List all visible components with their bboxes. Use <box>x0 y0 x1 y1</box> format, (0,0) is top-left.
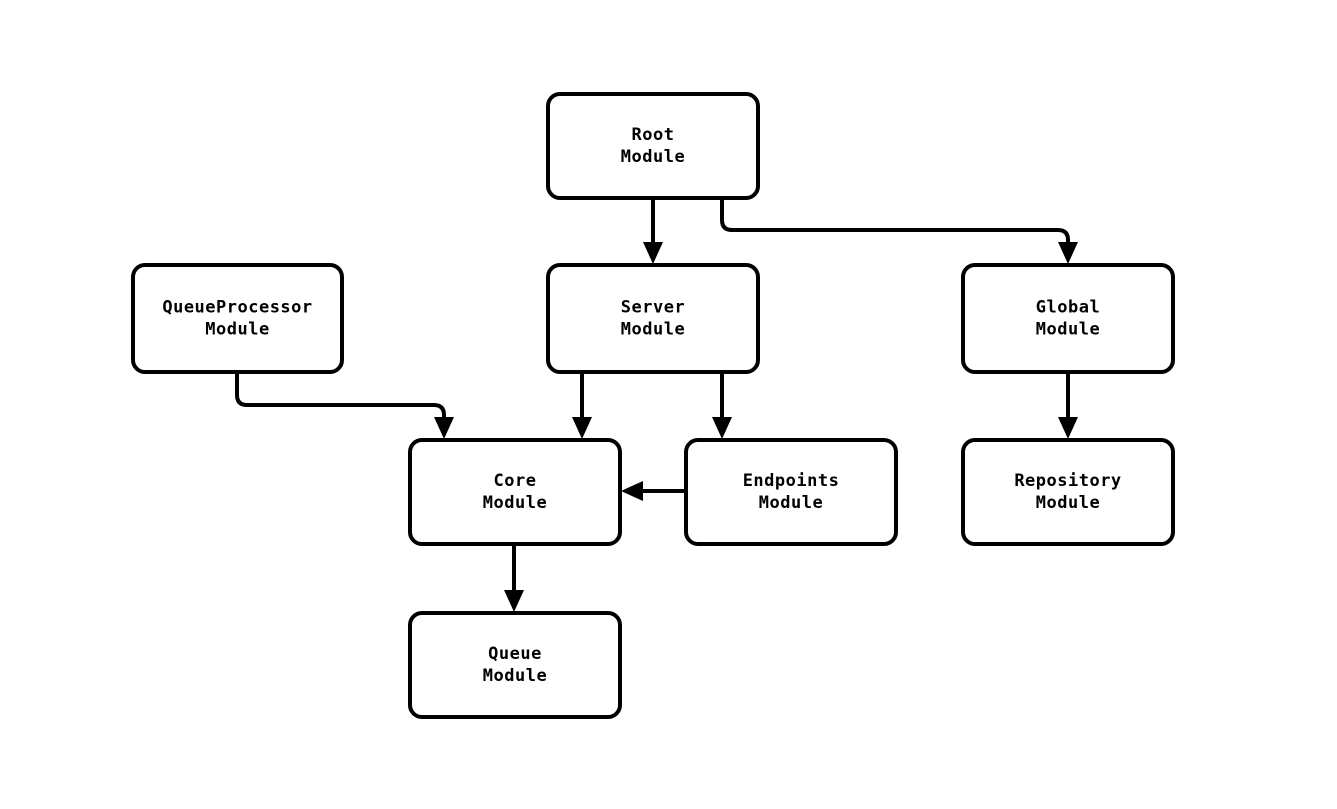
edge-root-to-global <box>720 198 1078 264</box>
edges-layer <box>235 198 1078 612</box>
node-box[interactable] <box>408 611 622 719</box>
node-label-line2: Module <box>1036 493 1100 513</box>
node-box[interactable] <box>546 263 760 374</box>
edge-global-to-repository <box>1058 372 1078 439</box>
node-box[interactable] <box>546 92 760 200</box>
node-box[interactable] <box>408 438 622 546</box>
node-label-line1: Global <box>1036 298 1100 318</box>
node-box[interactable] <box>684 438 898 546</box>
node-label-line2: Module <box>205 320 269 340</box>
edge-server-to-core <box>572 372 592 439</box>
node-label-line1: QueueProcessor <box>162 298 312 318</box>
arrowhead-icon <box>1058 242 1078 264</box>
node-label-line2: Module <box>621 147 685 167</box>
arrowhead-icon <box>572 417 592 439</box>
edge-endpoints-to-core <box>621 481 686 501</box>
node-label-line1: Server <box>621 298 685 318</box>
edge-server-to-endpoints <box>712 372 732 439</box>
edge-line <box>235 372 446 423</box>
node-box[interactable] <box>961 263 1175 374</box>
arrowhead-icon <box>1058 417 1078 439</box>
arrowhead-icon <box>504 590 524 612</box>
node-box[interactable] <box>131 263 344 374</box>
node-label-line1: Endpoints <box>743 471 840 491</box>
node-label-line1: Root <box>632 125 675 145</box>
node-label-line2: Module <box>483 666 547 686</box>
arrowhead-icon <box>621 481 643 501</box>
edge-root-to-server <box>643 198 663 264</box>
arrowhead-icon <box>712 417 732 439</box>
edge-core-to-queue <box>504 544 524 612</box>
node-label-line2: Module <box>483 493 547 513</box>
node-box[interactable] <box>961 438 1175 546</box>
edge-queueprocessor-to-core <box>235 372 454 439</box>
node-label-line1: Queue <box>488 644 542 664</box>
node-label-line2: Module <box>759 493 823 513</box>
edge-line <box>720 198 1070 248</box>
node-label-line2: Module <box>1036 320 1100 340</box>
node-label-line1: Core <box>494 471 537 491</box>
node-label-line1: Repository <box>1014 471 1121 491</box>
arrowhead-icon <box>643 242 663 264</box>
arrowhead-icon <box>434 417 454 439</box>
node-label-line2: Module <box>621 320 685 340</box>
